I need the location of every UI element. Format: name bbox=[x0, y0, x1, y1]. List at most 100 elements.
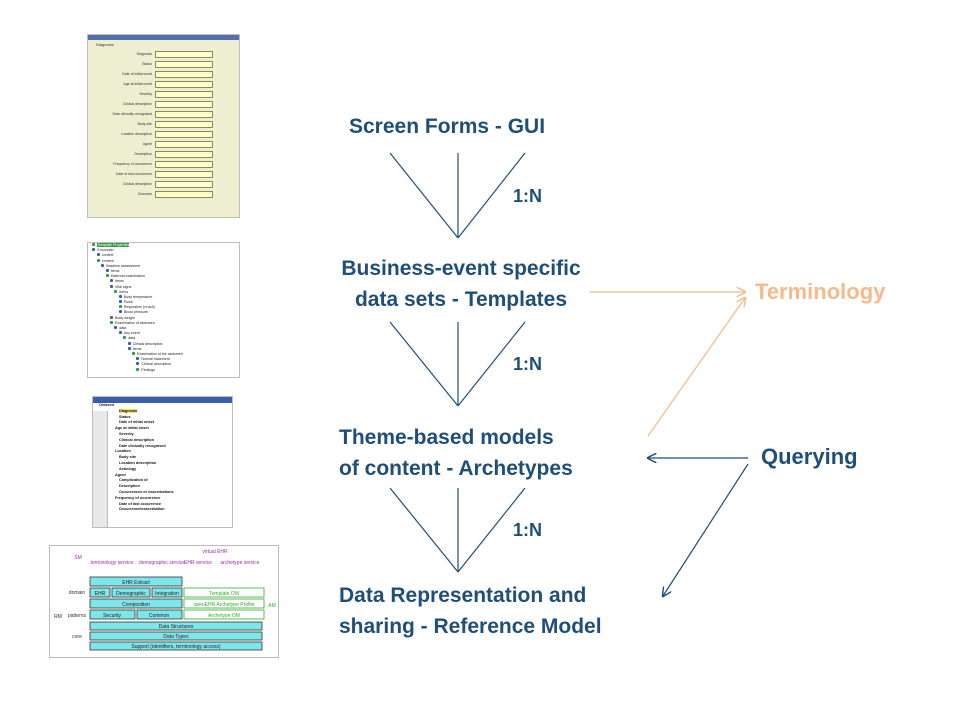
archetype-node: Date of initial onset bbox=[93, 420, 232, 426]
rm-box bbox=[89, 598, 183, 609]
rm-box-label: openEHR Archetype Profile bbox=[194, 602, 255, 608]
archetype-node: Date of last occurrence bbox=[93, 502, 232, 508]
form-row: Clinical description bbox=[88, 99, 239, 109]
form-field-input bbox=[155, 150, 213, 158]
form-field-label: Age at initial onset bbox=[123, 82, 152, 86]
tree-node-icon bbox=[118, 300, 122, 304]
rm-box-label: Template OM bbox=[209, 591, 239, 597]
rm-box-label: Security bbox=[103, 613, 122, 619]
tree-node-icon bbox=[114, 326, 118, 329]
archetype-node: Occurrences or exacerbations bbox=[93, 490, 232, 496]
form-field-label: Outcome bbox=[137, 192, 152, 196]
tree-node: Baseline assessment bbox=[88, 263, 239, 269]
tree-node-icon bbox=[118, 331, 122, 335]
form-row: Status bbox=[88, 59, 239, 69]
form-field-label: Description bbox=[134, 152, 152, 156]
archetype-node: Date clinically recognised bbox=[93, 444, 232, 450]
form-field-label: Severity bbox=[139, 92, 152, 96]
tree-node-label: Respiration (vt:dull) bbox=[123, 305, 155, 310]
tree-node-label: Pulse bbox=[123, 300, 133, 305]
rm-box bbox=[183, 609, 265, 620]
rm-side-label: RM bbox=[54, 614, 62, 620]
form-field-input bbox=[155, 170, 213, 178]
form-row: Agent bbox=[88, 139, 239, 149]
rm-box-label: Data Types bbox=[163, 634, 189, 640]
form-row: Diagnosis bbox=[88, 49, 239, 59]
tree-node-label: Items bbox=[115, 279, 124, 284]
archetype-node: Diagnosis bbox=[93, 408, 232, 415]
tree-node-label: Normal statement bbox=[141, 357, 170, 362]
rm-service-label: terminology service bbox=[90, 560, 133, 566]
level-archetypes-line-1: Theme-based models bbox=[339, 426, 554, 449]
form-field-input bbox=[155, 90, 213, 98]
tree-node-label: Findings bbox=[141, 367, 155, 372]
form-field-label: Diagnosis bbox=[136, 52, 152, 56]
tree-node-icon bbox=[101, 263, 105, 267]
level-templates-line-2: data sets - Templates bbox=[354, 288, 568, 311]
rm-box-label: Integration bbox=[155, 591, 179, 597]
form-row: Age at initial onset bbox=[88, 79, 239, 89]
archetype-node-label: Frequency of occurrence bbox=[115, 495, 161, 500]
rm-side-label: domain bbox=[69, 590, 86, 596]
level-gui: Screen Forms - GUI bbox=[349, 111, 545, 142]
tree-node-label: Body weight bbox=[115, 315, 135, 320]
level-gui-line-1: Screen Forms - GUI bbox=[349, 115, 546, 138]
archetype-node-label: Aetiology bbox=[119, 466, 137, 471]
rm-side-label: patterns bbox=[68, 613, 87, 619]
tree-node: Examination of the abdomen bbox=[88, 351, 239, 357]
tree-node-label: Maternal examination bbox=[110, 274, 145, 279]
toolbar-strip bbox=[93, 411, 108, 527]
level-templates-line-1: Business-event specific bbox=[341, 257, 581, 280]
archetype-node-label: Body site bbox=[119, 455, 137, 460]
archetype-node: Complication of bbox=[93, 478, 232, 484]
form-field-input bbox=[155, 130, 213, 138]
form-field-input bbox=[155, 110, 213, 118]
tree-node: data bbox=[88, 336, 239, 341]
level-reference-model: Data Representation and sharing - Refere… bbox=[339, 580, 602, 642]
form-row: Frequency of occurrence bbox=[88, 159, 239, 169]
tree-node: data bbox=[88, 326, 239, 331]
form-field-input bbox=[155, 160, 213, 168]
tree-node-icon bbox=[110, 320, 113, 324]
rm-box-label: Composition bbox=[122, 602, 150, 608]
tree-node: Encounter bbox=[88, 248, 239, 253]
fan-archetypes-to-reference bbox=[389, 487, 526, 573]
level-archetypes: Theme-based models of content - Archetyp… bbox=[339, 422, 573, 484]
rm-box bbox=[89, 621, 263, 631]
archetype-node-label: Occurrence/exacerbation bbox=[119, 507, 165, 512]
archetype-node: Status bbox=[93, 415, 232, 421]
archetype-node-label: Location bbox=[115, 449, 131, 454]
archetype-node-label: Complication of bbox=[119, 478, 148, 483]
tree-node-icon bbox=[105, 274, 109, 278]
archetype-node-label: Severity bbox=[119, 431, 134, 436]
form-field-input bbox=[155, 120, 213, 128]
tree-node: Clinical description bbox=[88, 341, 239, 347]
tree-node-label: Template Properties bbox=[97, 243, 130, 247]
archetype-node: Location bbox=[93, 449, 232, 455]
tree-node: Respiration (vt:dull) bbox=[88, 305, 239, 310]
tree-node-icon bbox=[105, 268, 109, 272]
tree-node-label: Any event bbox=[123, 331, 140, 336]
form-field-label: Clinical description bbox=[122, 102, 152, 106]
form-row: Body site bbox=[88, 119, 239, 129]
rm-service-label: EHR service bbox=[184, 560, 212, 566]
tree-node-icon bbox=[96, 258, 100, 262]
tree-node-label: context bbox=[101, 253, 114, 258]
tree-node-label: Encounter bbox=[97, 248, 114, 253]
archetype-node: Severity bbox=[93, 432, 232, 438]
rm-box-label: Demographic bbox=[116, 591, 146, 597]
tree-node-icon bbox=[127, 341, 131, 345]
tree-node: Blood pressure bbox=[88, 310, 239, 315]
rm-box-label: EHR bbox=[95, 591, 106, 597]
archetype-node: Description bbox=[93, 484, 232, 490]
archetype-node: Frequency of occurrence bbox=[93, 496, 232, 502]
archetype-node: Occurrence/exacerbation bbox=[93, 507, 232, 513]
archetype-node-label: Description bbox=[119, 484, 140, 489]
tree-node-label: Vital signs bbox=[115, 284, 132, 289]
